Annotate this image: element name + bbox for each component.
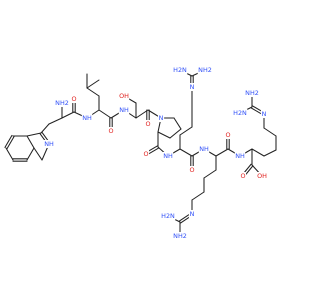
bond-i6-i7 [26, 132, 42, 137]
atom-label-background [234, 152, 246, 160]
bond-l1-lC [98, 109, 112, 119]
atom-cooh-oh: OH [257, 172, 267, 180]
bond-i7-t1 [40, 123, 50, 134]
bond-s1-sC [135, 109, 149, 119]
atom-label-background [188, 210, 196, 218]
bond-pc-pd [173, 117, 182, 130]
bond-t1-t2 [48, 117, 63, 125]
atom-label-background [188, 83, 196, 91]
atom-pro-o: O [143, 150, 148, 158]
atom-leu-o: O [108, 127, 113, 135]
bond-i2-i3 [5, 147, 14, 161]
atom-label-background [188, 166, 196, 174]
bond-b1-bC [215, 148, 229, 157]
bond-c1-c2 [251, 148, 265, 157]
bond-c4-c5 [263, 127, 277, 137]
atom-label-background [172, 66, 188, 74]
atom-label-background [43, 140, 55, 148]
atom-label-background [144, 120, 152, 128]
atom-label-background [244, 89, 260, 97]
bond-i9-i5 [33, 147, 43, 161]
atom-label-background [70, 95, 78, 103]
bond-i1-i2 [6, 136, 15, 150]
atom-label-background [142, 150, 150, 158]
atom-arg3-nh2: NH2 [245, 89, 259, 97]
bond-i4-i5 [26, 147, 35, 161]
atom-pro-n: N [159, 114, 164, 122]
bond-l2-l3 [86, 87, 100, 97]
atom-ser-nh: NH [119, 106, 129, 114]
atom-label-background [118, 92, 130, 100]
atom-label-background [256, 172, 268, 180]
atom-label-background [162, 152, 174, 160]
bond-l3-l5 [86, 79, 100, 89]
atom-arg3-nh: NH [235, 152, 245, 160]
atom-arg1-h2n: H2N [173, 66, 187, 74]
bond-c2-c3 [263, 149, 277, 157]
atom-leu-nh: NH [82, 114, 92, 122]
bond-b2-b3 [203, 169, 217, 179]
atom-arg1-o: O [189, 166, 194, 174]
atom-label-background [157, 114, 165, 122]
atom-label-background [198, 145, 210, 153]
atom-label-background [239, 172, 247, 180]
atom-label-background [197, 66, 213, 74]
atom-cooh-o: O [240, 172, 245, 180]
atom-label-background [232, 109, 248, 117]
atom-arg2-nh2: NH2 [173, 232, 187, 240]
bond-i5-i6 [26, 135, 35, 149]
atom-trp-o: O [71, 95, 76, 103]
atom-ser-o: O [145, 120, 150, 128]
atom-arg1-nh: NH [163, 152, 173, 160]
bond-i1-i2 [4, 134, 13, 148]
atom-ser-oh: OH [119, 92, 129, 100]
atom-arg2-o: O [225, 131, 230, 139]
atom-arg3-h2n: H2N [233, 109, 247, 117]
atom-arg2-h2n: H2N [161, 212, 175, 220]
atom-trp-nh2: NH2 [55, 99, 69, 107]
atom-arg2-nh: NH [199, 145, 209, 153]
atom-arg2-n: N [190, 210, 195, 218]
atom-arg1-n: N [190, 83, 195, 91]
atom-label-background [160, 212, 176, 220]
atom-label-background [172, 232, 188, 240]
atom-label-background [118, 106, 130, 114]
bond-a2-a3 [179, 126, 193, 136]
bond-b4-b5 [191, 191, 205, 201]
bond-pa-pb [157, 131, 171, 139]
bond-t2-t3 [61, 111, 75, 119]
atom-ind-nh: NH [44, 140, 54, 148]
bond-a1-aC [179, 148, 193, 157]
atom-label-background [224, 131, 232, 139]
atom-arg1-nh2: NH2 [198, 66, 212, 74]
bond-pb-pc [169, 128, 182, 139]
atom-label-background [54, 99, 70, 107]
atom-arg3-n: N [262, 110, 267, 118]
atom-label-background [260, 110, 268, 118]
atom-label-background [107, 127, 115, 135]
atom-label-background [81, 114, 93, 122]
